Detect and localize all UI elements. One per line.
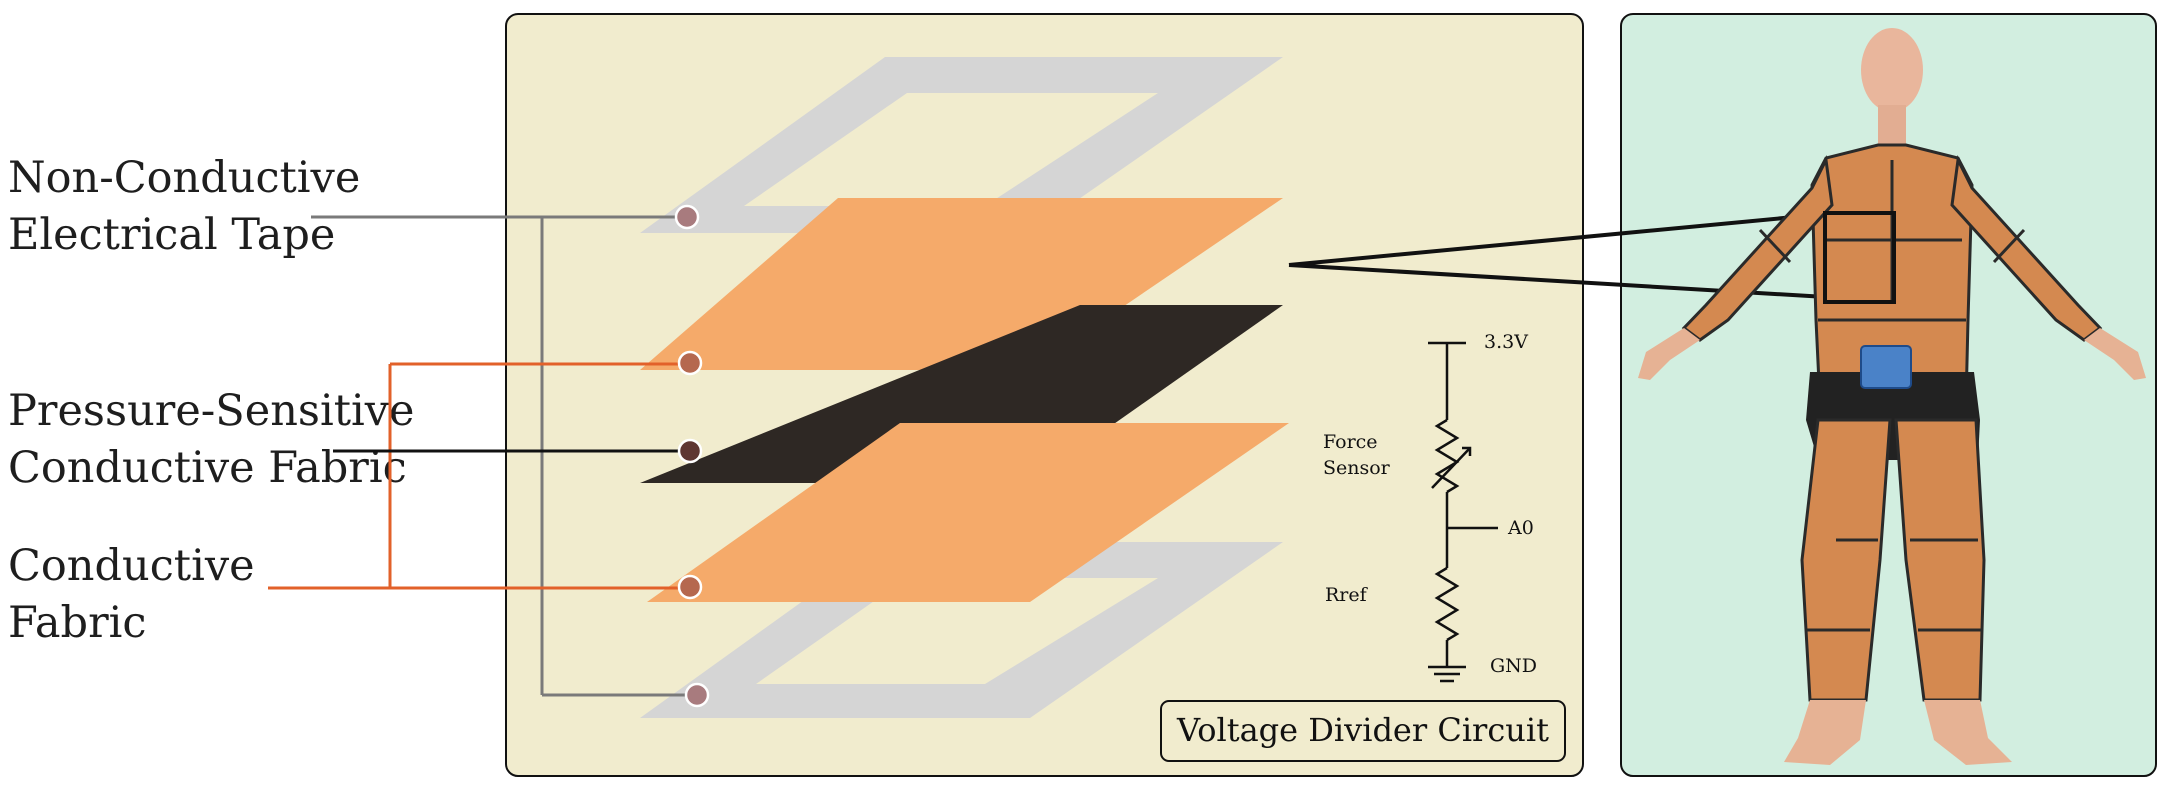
gnd-label: GND [1490, 655, 1537, 677]
force-sensor-label-2: Sensor [1323, 457, 1391, 479]
left-foot [1784, 700, 1866, 765]
neck [1878, 105, 1906, 147]
mannequin-figure [1638, 28, 2146, 765]
right-foot [1924, 700, 2012, 765]
force-sensor-resistor [1434, 418, 1460, 494]
conductive-fabric-bottom [647, 423, 1289, 602]
highlighted-sensor-box [1823, 211, 1896, 304]
label-non-conductive-tape: Non-Conductive Electrical Tape [8, 150, 360, 264]
circuit-title-box [1160, 700, 1566, 762]
microcontroller-board [1860, 345, 1912, 389]
conductive-fabric-top [640, 198, 1283, 370]
conductive-wires [268, 362, 690, 590]
right-hand [2084, 328, 2146, 380]
left-hand [1638, 328, 1700, 380]
a0-label: A0 [1507, 517, 1534, 539]
tape-wires [311, 215, 697, 697]
conductive-bottom-node [677, 574, 703, 600]
circuit-title: Voltage Divider Circuit [1176, 711, 1549, 749]
pressure-sensitive-layer [640, 305, 1283, 483]
rref-label: Rref [1325, 584, 1369, 606]
tape-bottom-node [684, 682, 710, 708]
label-line-2: Electrical Tape [8, 210, 336, 260]
reference-resistor [1434, 566, 1460, 642]
force-sensor-label-1: Force [1323, 431, 1378, 453]
label-line-2: Fabric [8, 598, 147, 648]
tape-layer-top [640, 57, 1283, 233]
head [1861, 28, 1923, 112]
conductive-top-node [677, 350, 703, 376]
label-line-1: Conductive [8, 541, 255, 591]
label-line-1: Non-Conductive [8, 153, 361, 203]
pressure-node [677, 438, 703, 464]
label-line-1: Pressure-Sensitive [8, 386, 415, 436]
label-conductive-fabric: Conductive Fabric [8, 538, 255, 652]
voltage-divider-schematic [1428, 341, 1498, 683]
tape-top-node [674, 204, 700, 230]
supply-label: 3.3V [1484, 331, 1528, 353]
